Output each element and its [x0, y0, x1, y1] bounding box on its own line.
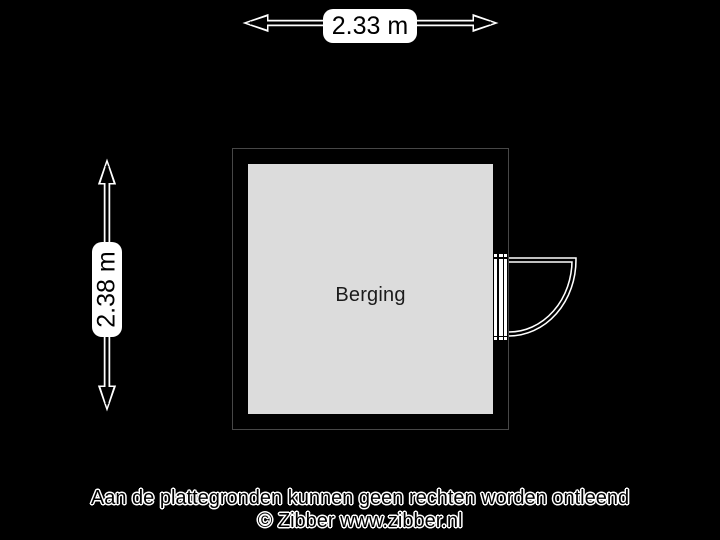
room-label: Berging [335, 284, 406, 306]
room-label-wrap: Berging [248, 164, 493, 414]
width-dimension-value: 2.33 m [331, 11, 409, 40]
linework-black [100, 16, 576, 407]
door-jamb-cap [494, 335, 507, 337]
width-dimension-label: 2.33 m [323, 9, 417, 43]
height-dimension-value: 2.38 m [92, 251, 121, 328]
footer-disclaimer: Aan de plattegronden kunnen geen rechten… [90, 487, 630, 509]
door-jamb-cap [494, 257, 507, 259]
door-swing-arc [508, 258, 576, 336]
door-jamb-line [502, 254, 504, 340]
door-frame [493, 253, 508, 341]
footer-credit: © Zibber www.zibber.nl [257, 510, 463, 532]
door-jamb-line [497, 254, 499, 340]
height-dimension-label: 2.38 m [92, 242, 122, 337]
